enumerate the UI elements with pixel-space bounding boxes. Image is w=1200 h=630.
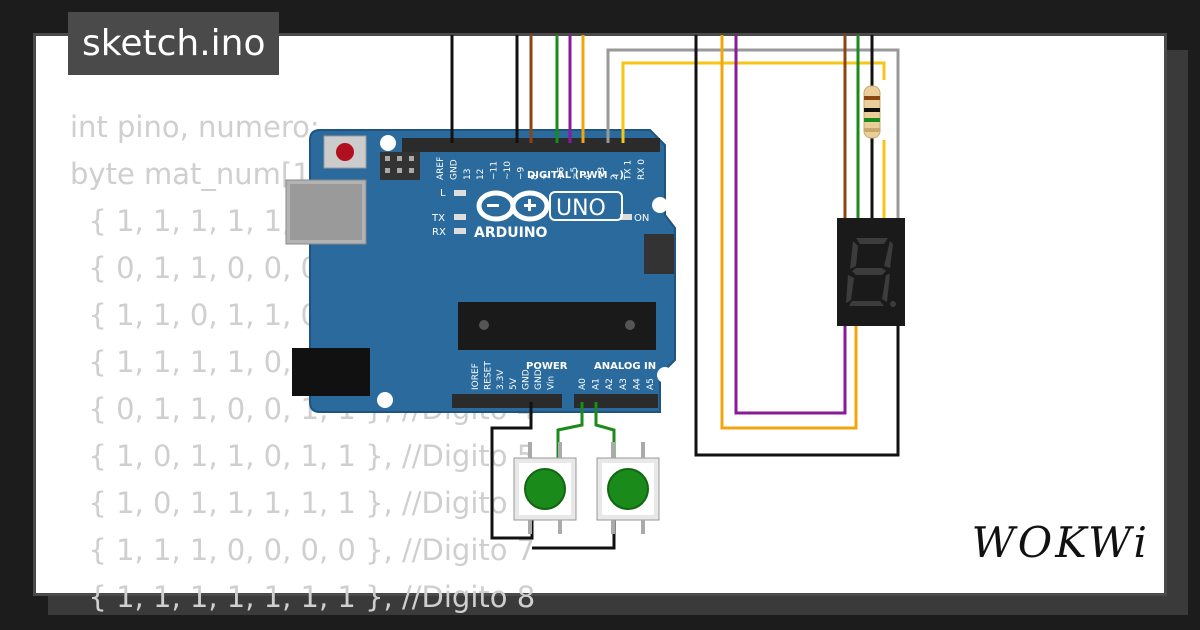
push-button-2[interactable] <box>596 442 660 534</box>
pin-label: GND <box>534 369 544 390</box>
push-button-1[interactable] <box>513 442 577 534</box>
arduino-uno-board[interactable]: L TX RX ON DIGITAL (PWM ~) POWER ANALOG … <box>285 129 676 413</box>
reset-button-cap <box>336 143 354 161</box>
mounting-hole <box>377 392 393 408</box>
seven-segment-display[interactable] <box>837 218 905 326</box>
display-segments <box>846 238 896 307</box>
power-jack <box>292 348 370 396</box>
led-on <box>620 214 632 220</box>
code-line: int pino, numero; <box>70 110 320 144</box>
pin-label: A1 <box>592 378 602 390</box>
led-l <box>454 190 466 196</box>
pin-label: A4 <box>632 378 642 390</box>
pin-label: GND <box>521 369 531 390</box>
wire-yellow-pin2 <box>621 61 886 143</box>
pin-label: 13 <box>463 169 473 180</box>
analog-in-label: ANALOG IN <box>594 361 656 372</box>
pin-label: ~11 <box>490 161 500 180</box>
pin-label: RX 0 <box>637 159 647 180</box>
resistor[interactable] <box>863 85 881 139</box>
pin-label: A3 <box>619 378 629 390</box>
wire-black-display <box>694 35 900 457</box>
arduino-infinity-logo <box>476 190 550 222</box>
analog-header <box>574 394 658 408</box>
pin-label: 7 <box>543 174 553 180</box>
label-tx: TX <box>431 213 445 224</box>
led-rx <box>454 228 466 234</box>
atmega-chip <box>458 302 656 350</box>
icsp2-header <box>644 234 674 274</box>
mounting-hole <box>380 135 396 151</box>
label-l: L <box>440 188 446 199</box>
pin-label: 4 <box>583 174 593 180</box>
pin-label: ~3 <box>597 167 607 180</box>
label-rx: RX <box>432 227 446 238</box>
pin-label: 12 <box>476 169 486 180</box>
pin-label: 3.3V <box>496 369 506 390</box>
arduino-brand: ARDUINO <box>474 225 548 241</box>
pin-label: RESET <box>484 361 494 390</box>
pin-label: GND <box>449 159 459 180</box>
code-line: { 1, 1, 1, 0, 0, 0, 0 }, //Digito 7 <box>70 533 536 567</box>
label-on: ON <box>634 213 649 224</box>
pin-label: 8 <box>530 174 540 180</box>
pin-label: A2 <box>605 378 615 390</box>
code-line: { 1, 0, 1, 1, 0, 1, 1 }, //Digito 5 <box>70 439 536 473</box>
wire-button-link <box>532 520 616 550</box>
pin-label: A5 <box>646 378 656 390</box>
wokwi-logo: WOKWi <box>971 518 1150 567</box>
pin-label: TX 1 <box>624 160 634 181</box>
code-line: { 1, 0, 1, 1, 1, 1, 1 }, //Digito 6 <box>70 486 536 520</box>
pin-label: ~6 <box>557 166 567 180</box>
mounting-hole <box>657 367 673 383</box>
file-tab[interactable]: sketch.ino <box>68 12 280 75</box>
pin-label: ~5 <box>570 167 580 180</box>
power-label: POWER <box>526 361 568 372</box>
wire-gnd-buttons <box>490 402 534 540</box>
pin-label: 5V <box>509 377 519 390</box>
mounting-hole <box>652 197 668 213</box>
wire-gray-pin3 <box>606 48 900 220</box>
wire-orange-display <box>720 35 858 430</box>
pin-label: ~10 <box>503 161 513 180</box>
pin-label: IOREF <box>471 363 481 390</box>
pin-label: AREF <box>436 157 446 180</box>
uno-badge <box>549 191 623 221</box>
code-line: { 1, 1, 1, 1, 1, 1, 1 }, //Digito 8 <box>70 580 536 614</box>
pin-label: ~9 <box>516 166 526 180</box>
pin-label: Vin <box>547 376 557 390</box>
pin-label: A0 <box>578 378 588 390</box>
digital-header <box>402 138 660 152</box>
wire-purple-display <box>734 35 847 415</box>
uno-label: UNO <box>556 196 606 221</box>
digital-pwm-label: DIGITAL (PWM ~) <box>527 170 624 181</box>
pin-label: 2 <box>610 174 620 180</box>
led-tx <box>454 214 466 220</box>
power-header <box>452 394 562 408</box>
